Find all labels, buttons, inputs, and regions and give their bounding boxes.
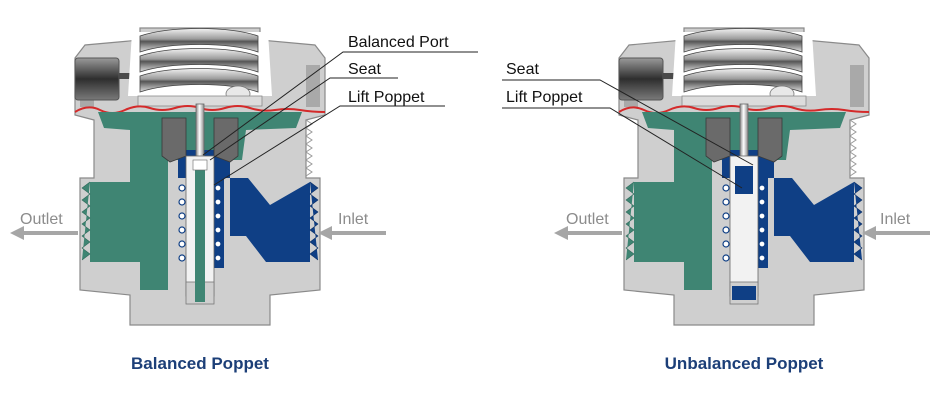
inlet-label-left: Inlet [338,211,369,228]
caption-unbalanced-poppet: Unbalanced Poppet [665,354,824,373]
callout-balanced-port: Balanced Port [348,34,449,51]
left-leader-lines [202,51,478,186]
balanced-poppet-diagram: Balanced Port Seat Lift Poppet Outlet In… [10,27,478,373]
outlet-arrow-right [554,226,622,240]
inlet-arrow-right [862,226,930,240]
outlet-label-right: Outlet [566,211,609,228]
outlet-label-left: Outlet [20,211,63,228]
right-leader-lines [502,79,754,189]
balanced-port-bore [195,160,205,302]
unbalanced-poppet-diagram: Seat Lift Poppet Outlet Inlet Unbalanced… [502,27,930,373]
solid-poppet-tip [735,166,753,194]
inlet-arrow-left [318,226,386,240]
callout-lift-poppet-left: Lift Poppet [348,89,425,106]
inlet-label-right: Inlet [880,211,911,228]
caption-balanced-poppet: Balanced Poppet [131,354,269,373]
outlet-arrow-left [10,226,78,240]
callout-seat-left: Seat [348,61,381,78]
callout-seat-right: Seat [506,61,539,78]
callout-lift-poppet-right: Lift Poppet [506,89,583,106]
